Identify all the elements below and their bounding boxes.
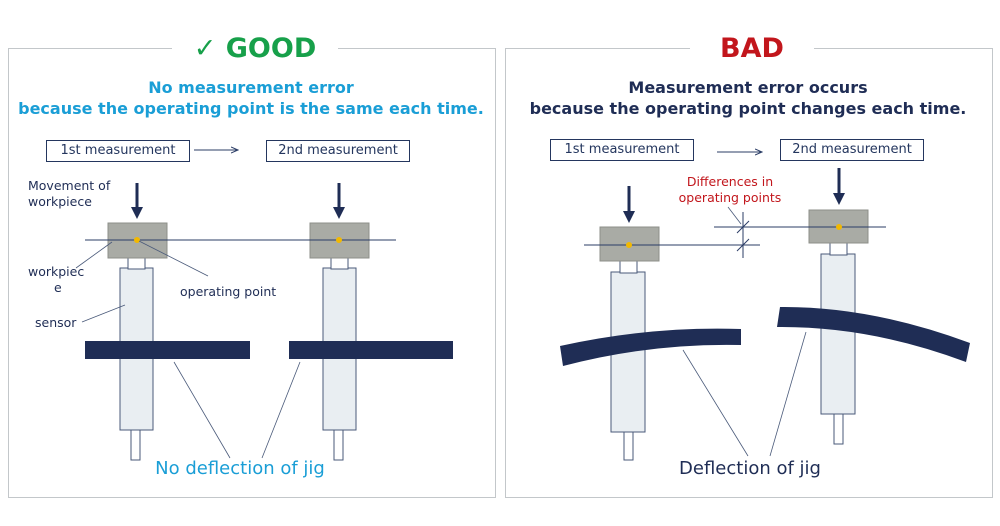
bad-difference-dimension: [736, 212, 750, 258]
bad-bottom-label: Deflection of jig: [679, 458, 821, 479]
bad-jig-left: [560, 328, 741, 366]
bad-jig-leader-left: [682, 349, 749, 457]
good-down-arrow-2: [333, 183, 345, 219]
good-operating-point-2: [336, 237, 342, 243]
good-movement-label-line2: workpiece: [28, 194, 92, 209]
good-second-measurement-tag: 2nd measurement: [266, 140, 410, 162]
good-jig-left: [85, 341, 250, 359]
good-operating-point-1: [134, 237, 140, 243]
good-first-measurement-tag: 1st measurement: [46, 140, 190, 162]
bad-first-measurement-tag: 1st measurement: [550, 139, 694, 161]
bad-subtitle-line2: because the operating point changes each…: [529, 99, 967, 118]
bad-differences-label-line1: Differences in: [686, 174, 774, 189]
bad-down-arrow-1: [623, 186, 635, 223]
bad-sensor-1: [610, 259, 646, 461]
bad-jig-right: [777, 306, 970, 362]
good-down-arrow-1: [131, 183, 143, 219]
good-subtitle-line1: No measurement error: [148, 78, 354, 97]
good-jig-right: [289, 341, 453, 359]
good-operating-point-label: operating point: [180, 284, 277, 299]
good-heading: ✓ GOOD: [172, 34, 338, 64]
bad-operating-point-2: [836, 224, 842, 230]
good-sensor-label: sensor: [35, 315, 77, 330]
good-jig-leader-left: [173, 361, 231, 459]
bad-second-measurement-tag: 2nd measurement: [780, 139, 924, 161]
good-sensor-leader: [81, 304, 126, 323]
good-workpiece-label-line2: e: [54, 280, 62, 295]
bad-jig-leader-right: [769, 331, 807, 457]
bad-down-arrow-2: [833, 168, 845, 205]
good-jig-leader-right: [261, 361, 301, 459]
bad-subtitle: Measurement error occurs because the ope…: [505, 77, 991, 119]
good-subtitle-line2: because the operating point is the same …: [18, 99, 484, 118]
bad-sensor-2: [820, 241, 856, 445]
bad-subtitle-line1: Measurement error occurs: [628, 78, 868, 97]
good-bottom-label: No deflection of jig: [155, 458, 325, 479]
good-subtitle: No measurement error because the operati…: [8, 77, 494, 119]
bad-heading: BAD: [690, 34, 814, 64]
good-operating-point-leader: [138, 240, 209, 277]
bad-differences-label: Differences in operating points: [670, 174, 790, 206]
bad-differences-label-line2: operating points: [678, 190, 782, 205]
good-workpiece-label-line1: workpiec: [28, 264, 85, 279]
bad-operating-point-1: [626, 242, 632, 248]
good-workpiece-label: workpiec e: [28, 264, 108, 296]
good-movement-label-line1: Movement of: [28, 178, 111, 193]
good-workpiece-leader: [75, 241, 113, 269]
good-movement-label: Movement of workpiece: [28, 178, 128, 210]
bad-differences-leader: [727, 206, 742, 225]
